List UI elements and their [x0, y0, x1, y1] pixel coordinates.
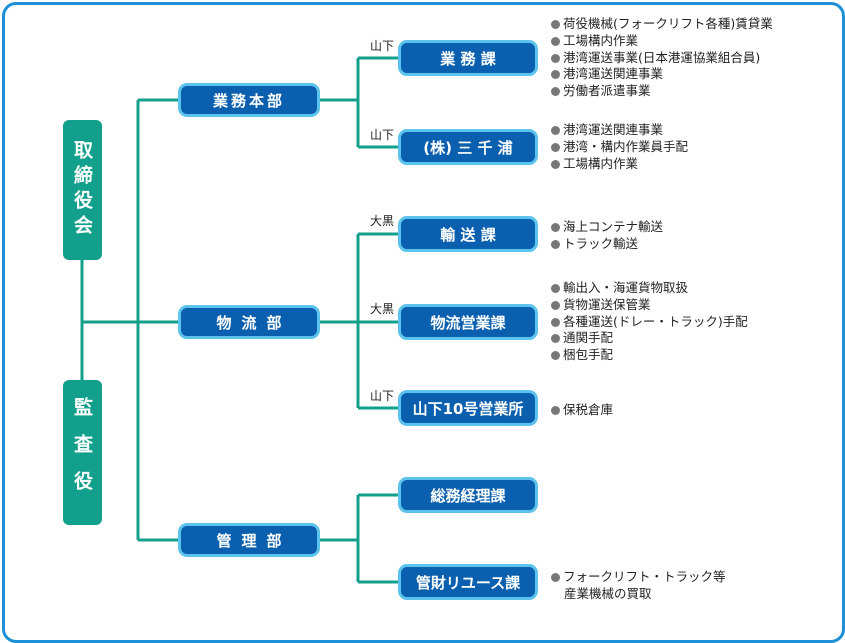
- note-item: 通関手配: [551, 330, 748, 347]
- notes-sanchiura: 港湾運送関連事業 港湾・構内作業員手配 工場構内作業: [551, 122, 688, 172]
- bullet-icon: [551, 36, 560, 46]
- note-item: トラック輸送: [551, 236, 663, 253]
- section-sanchiura: (株) 三 千 浦: [398, 129, 538, 165]
- note-item: 輸出入・海運貨物取扱: [551, 280, 748, 297]
- note-item: 港湾運送関連事業: [551, 66, 773, 83]
- note-item: 貨物運送保管業: [551, 297, 748, 314]
- board-of-directors-box: 取締役会: [63, 120, 102, 260]
- section-soumu-keiri: 総務経理課: [398, 477, 538, 513]
- location-label-gyomuka: 山下: [370, 39, 395, 53]
- note-item: 各種運送(ドレー・トラック)手配: [551, 314, 748, 331]
- note-item: フォークリフト・トラック等: [551, 569, 726, 586]
- bullet-icon: [551, 351, 560, 361]
- bullet-icon: [551, 223, 560, 232]
- note-item: 梱包手配: [551, 347, 748, 364]
- note-item: 港湾運送関連事業: [551, 122, 688, 139]
- note-item: 保税倉庫: [551, 402, 613, 419]
- bullet-icon: [551, 317, 560, 327]
- note-item: 港湾・構内作業員手配: [551, 139, 688, 156]
- dept-butsuryu: 物流部: [178, 305, 320, 339]
- bullet-icon: [551, 142, 560, 152]
- note-item: 海上コンテナ輸送: [551, 219, 663, 236]
- notes-yusou: 海上コンテナ輸送 トラック輸送: [551, 219, 663, 253]
- notes-eigyo: 輸出入・海運貨物取扱 貨物運送保管業 各種運送(ドレー・トラック)手配 通関手配…: [551, 280, 748, 364]
- note-item: 工場構内作業: [551, 156, 688, 173]
- bullet-icon: [551, 53, 560, 63]
- location-label-sanchiura: 山下: [370, 128, 395, 142]
- section-yamashita-10: 山下10号営業所: [398, 390, 538, 426]
- dept-kanri: 管理部: [178, 523, 320, 557]
- location-label-eigyo: 大黒: [370, 302, 395, 316]
- note-item-continued: 産業機械の買取: [564, 585, 652, 601]
- section-butsuryu-eigyo: 物流営業課: [398, 304, 538, 340]
- bullet-icon: [551, 20, 560, 29]
- bullet-icon: [551, 300, 560, 310]
- bullet-icon: [551, 334, 560, 344]
- section-yusou: 輸 送 課: [398, 216, 538, 252]
- note-item: 港湾運送事業(日本港運協業組合員): [551, 50, 773, 67]
- bullet-icon: [551, 126, 560, 135]
- bullet-icon: [551, 159, 560, 169]
- note-item: 荷役機械(フォークリフト各種)賃貸業: [551, 16, 773, 33]
- location-label-yusou: 大黒: [370, 214, 395, 228]
- notes-yamashita: 保税倉庫: [551, 402, 613, 419]
- location-label-yamashita: 山下: [370, 389, 395, 403]
- bullet-icon: [551, 406, 560, 415]
- section-gyomuka: 業 務 課: [398, 40, 538, 76]
- note-item: 工場構内作業: [551, 33, 773, 50]
- note-item: 労働者派遣事業: [551, 83, 773, 100]
- bullet-icon: [551, 239, 560, 249]
- dept-gyomu-honbu: 業務本部: [178, 83, 320, 117]
- notes-kanzai: フォークリフト・トラック等 産業機械の買取: [551, 569, 726, 603]
- section-kanzai-reuse: 管財リユース課: [398, 564, 538, 600]
- bullet-icon: [551, 573, 560, 582]
- bullet-icon: [551, 284, 560, 293]
- bullet-icon: [551, 70, 560, 80]
- bullet-icon: [551, 87, 560, 97]
- notes-gyomuka: 荷役機械(フォークリフト各種)賃貸業 工場構内作業 港湾運送事業(日本港運協業組…: [551, 16, 773, 100]
- auditor-box: 監査役: [63, 380, 102, 525]
